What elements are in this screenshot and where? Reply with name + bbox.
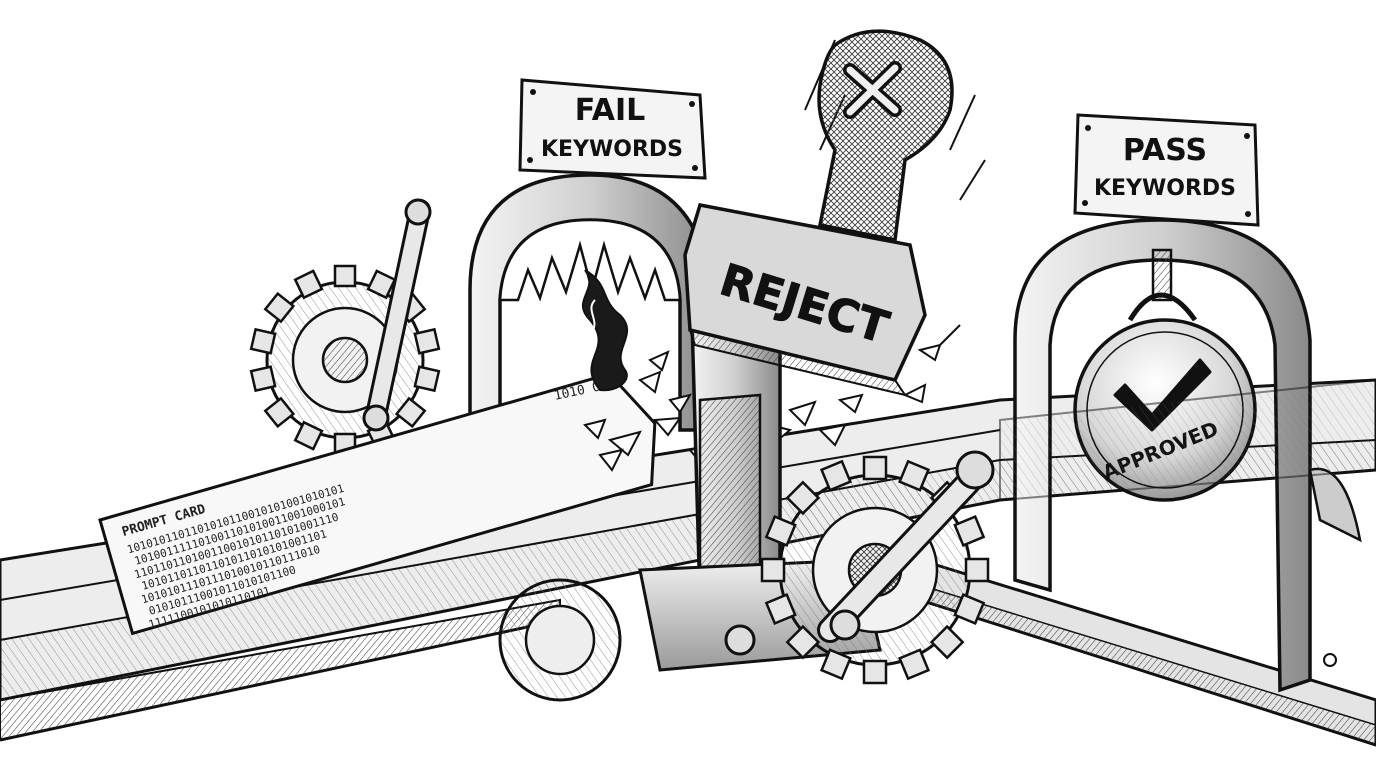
card-shard [788, 400, 817, 427]
gear-tooth [898, 648, 931, 681]
gear-tooth [785, 624, 821, 660]
card-shard [583, 418, 607, 440]
prompt-card: PROMPT CARD 1010101101101010110010101001… [98, 372, 657, 636]
gear-tooth [293, 420, 324, 451]
pass-keywords-sign: PASS KEYWORDS [1073, 113, 1260, 227]
card-shard [668, 393, 693, 414]
gear-tooth [249, 327, 277, 355]
gear-tooth [413, 327, 441, 355]
gear-tooth [249, 365, 277, 393]
crank-arm-left [362, 198, 432, 432]
gear-tooth [898, 459, 931, 492]
gear-left-large-icon [249, 264, 441, 456]
gear-tooth [366, 269, 397, 300]
pass-gate [1013, 218, 1362, 693]
pass-sign-line2: KEYWORDS [1094, 176, 1236, 201]
card-shard [598, 448, 624, 472]
reject-stamp: REJECT [683, 29, 986, 404]
gear-tooth [764, 593, 797, 626]
card-shard [648, 350, 670, 372]
gear-tooth [862, 455, 888, 481]
gear-tooth [785, 480, 821, 516]
gear-tooth [953, 593, 986, 626]
gear-tooth [819, 459, 852, 492]
gear-tooth [862, 659, 888, 685]
gear-tooth [413, 365, 441, 393]
gear-tooth [760, 557, 786, 583]
gear-tooth [293, 269, 324, 300]
gear-tooth [764, 514, 797, 547]
fail-sign-line2: KEYWORDS [541, 137, 683, 162]
gear-tooth [819, 648, 852, 681]
card-shard [652, 416, 683, 437]
pass-sign-line1: PASS [1123, 133, 1207, 168]
gear-tooth [964, 557, 990, 583]
gear-tooth [263, 396, 296, 429]
gear-tooth [953, 514, 986, 547]
card-shard [837, 393, 864, 414]
gear-tooth [263, 291, 296, 324]
x-mark-icon [843, 61, 902, 119]
card-shard [817, 423, 847, 447]
fail-sign-line1: FAIL [575, 93, 646, 128]
gear-lower-left-icon [498, 578, 622, 702]
fail-keywords-sign: FAIL KEYWORDS [518, 78, 707, 180]
gear-tooth [929, 624, 965, 660]
smoke-icon [581, 269, 629, 392]
gear-tooth [394, 396, 427, 429]
gear-tooth [333, 264, 357, 288]
jaw-teeth-icon [498, 218, 682, 302]
card-shard [607, 430, 642, 457]
crank-arm [817, 450, 995, 643]
card-shard [638, 370, 662, 394]
